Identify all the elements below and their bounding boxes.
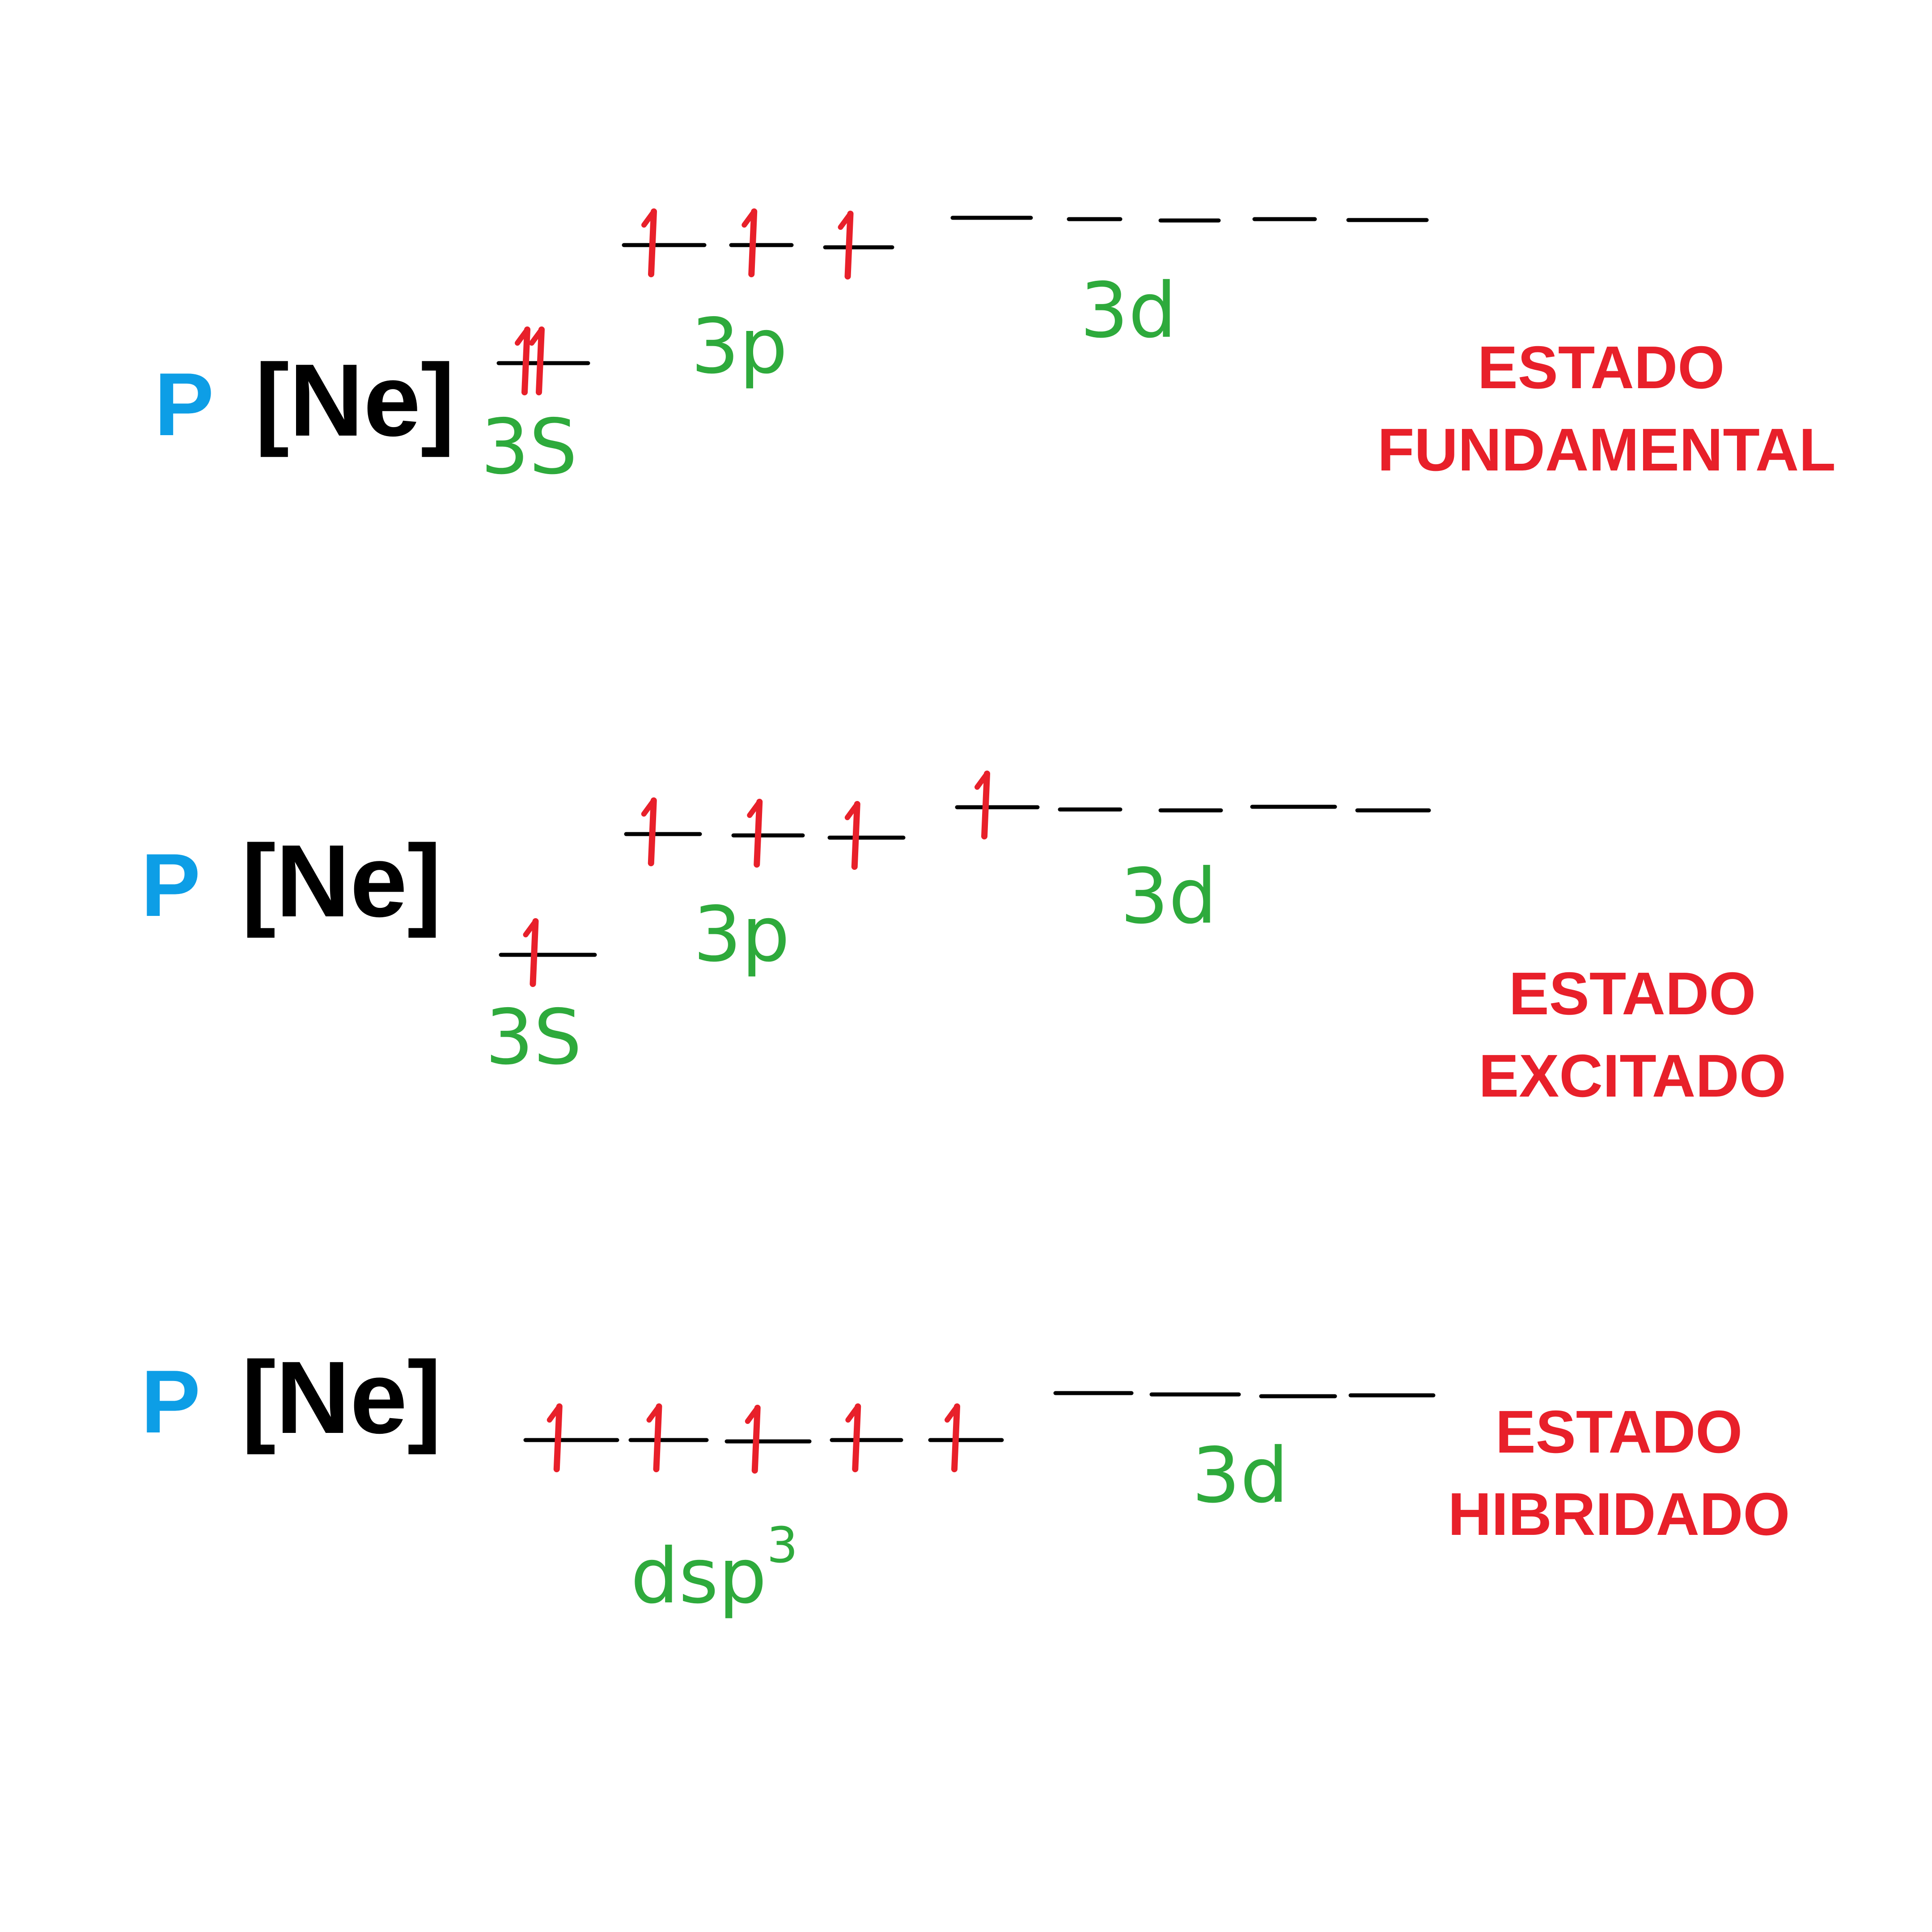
state-line-2: EXCITADO	[1479, 1042, 1786, 1110]
state-label-hybrid: ESTADO HIBRIDADO	[1395, 1391, 1843, 1555]
electron-arrow	[981, 771, 990, 839]
electron-arrow	[844, 211, 854, 280]
label-3d-excited: 3d	[1120, 852, 1217, 941]
electron-arrow-head	[945, 1404, 960, 1423]
state-line-1: ESTADO	[1495, 1398, 1743, 1466]
noble-gas-core-hybrid: [Ne]	[242, 1340, 442, 1455]
electron-arrow	[748, 208, 758, 277]
state-label-excited: ESTADO EXCITADO	[1409, 953, 1856, 1117]
electron-arrow-head	[523, 919, 538, 937]
electron-arrow	[553, 1403, 563, 1472]
hybrid-label-base: dsp	[631, 1532, 767, 1621]
label-3p-ground: 3p	[691, 302, 788, 391]
state-label-ground: ESTADO FUNDAMENTAL	[1377, 326, 1836, 491]
element-symbol-excited: P	[141, 835, 201, 935]
element-symbol-ground: P	[154, 355, 214, 454]
electron-arrow	[653, 1403, 662, 1472]
electron-arrow	[536, 326, 545, 395]
electron-arrow-head	[741, 209, 757, 228]
label-dsp3-hybrid: dsp3	[631, 1521, 798, 1614]
electron-arrow	[521, 326, 530, 395]
electron-arrow-head	[844, 801, 860, 820]
electron-arrow-head	[747, 799, 763, 818]
label-3s-excited: 3S	[485, 993, 582, 1082]
electron-arrow-head	[641, 209, 657, 228]
label-3p-excited: 3p	[693, 890, 790, 979]
electron-arrow-head	[515, 327, 530, 346]
state-line-2: HIBRIDADO	[1448, 1480, 1790, 1548]
electron-arrow-head	[974, 771, 990, 790]
noble-gas-core-ground: [Ne]	[255, 343, 455, 458]
electron-arrow-head	[529, 327, 544, 346]
electron-arrow	[530, 918, 539, 987]
electron-arrow	[754, 799, 763, 868]
element-symbol-hybrid: P	[141, 1352, 201, 1452]
electron-arrow-head	[641, 798, 657, 817]
electron-arrow	[751, 1405, 761, 1474]
state-line-1: ESTADO	[1508, 960, 1756, 1027]
label-3d-ground: 3d	[1080, 267, 1177, 355]
state-line-2: FUNDAMENTAL	[1377, 415, 1836, 483]
electron-arrow-head	[838, 211, 853, 230]
state-line-1: ESTADO	[1477, 334, 1725, 401]
electron-arrow-head	[547, 1404, 562, 1423]
electron-arrow	[648, 208, 657, 277]
electron-arrow	[851, 801, 860, 870]
electron-arrow	[951, 1403, 960, 1472]
electron-arrow-head	[745, 1405, 760, 1424]
electron-arrow-head	[646, 1404, 662, 1423]
label-3s-ground: 3S	[481, 403, 578, 491]
label-3d-hybrid: 3d	[1192, 1432, 1289, 1520]
electron-arrow-head	[845, 1404, 861, 1423]
hybrid-label-superscript: 3	[767, 1517, 798, 1574]
electron-arrow	[648, 797, 657, 866]
electron-arrow	[852, 1403, 861, 1472]
noble-gas-core-excited: [Ne]	[242, 823, 442, 938]
